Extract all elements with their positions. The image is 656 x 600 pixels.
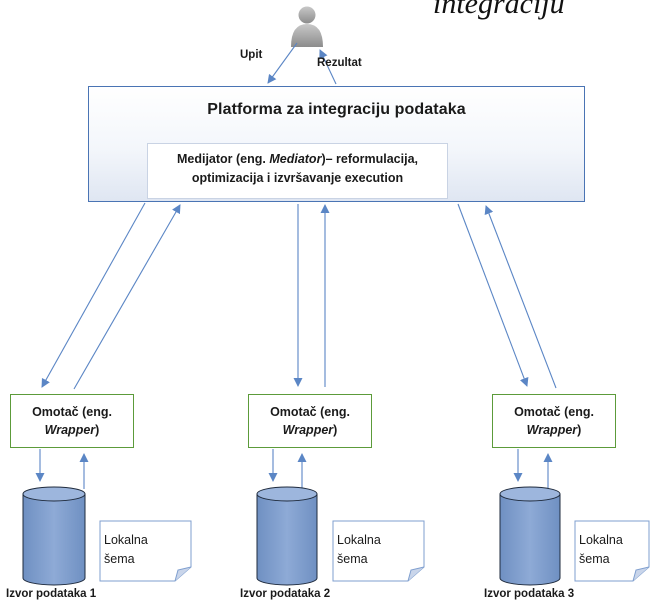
document-icon-2 bbox=[332, 520, 425, 582]
data-source-label-3: Izvor podataka 3 bbox=[484, 588, 575, 600]
wrapper-label: Omotač (eng. bbox=[32, 405, 112, 419]
database-icon-1 bbox=[22, 486, 86, 586]
mediator-box: Medijator (eng. Mediator)– reformulacija… bbox=[147, 143, 448, 199]
platform-title: Platforma za integraciju podataka bbox=[207, 101, 466, 118]
wrapper-box-1: Omotač (eng. Wrapper) bbox=[10, 394, 134, 448]
mediator-italic-term: Mediator bbox=[269, 152, 322, 166]
data-source-label-2: Izvor podataka 2 bbox=[240, 588, 331, 600]
doc-line-1: Lokalna bbox=[104, 533, 148, 547]
mediator-line-2: optimizacija i izvršavanje execution bbox=[191, 171, 404, 185]
document-text-1: Lokalna šema bbox=[104, 531, 148, 569]
document-icon-1 bbox=[99, 520, 192, 582]
mediator-prefix: Medijator (eng. bbox=[176, 152, 270, 166]
document-icon-3 bbox=[574, 520, 650, 582]
document-text-2: Lokalna šema bbox=[337, 531, 381, 569]
wrapper-italic-term: Wrapper bbox=[526, 423, 578, 437]
arrow-platform-to-wrapper-1 bbox=[41, 202, 146, 388]
wrapper-box-2: Omotač (eng. Wrapper) bbox=[248, 394, 372, 448]
wrapper-close-paren: ) bbox=[333, 423, 338, 437]
user-icon bbox=[291, 6, 323, 47]
arrow-platform-to-wrapper-3 bbox=[457, 203, 529, 387]
arrow-wrapper-1-to-platform bbox=[73, 204, 181, 390]
header-text-fragment: ıntegraciju bbox=[433, 0, 565, 20]
doc-line-2: šema bbox=[104, 552, 135, 566]
result-arrow bbox=[319, 49, 337, 85]
mediator-suffix: )– reformulacija, bbox=[321, 152, 419, 166]
doc-line-2: šema bbox=[579, 552, 610, 566]
query-label: Upit bbox=[240, 49, 263, 61]
document-text-3: Lokalna šema bbox=[579, 531, 623, 569]
doc-line-2: šema bbox=[337, 552, 368, 566]
doc-line-1: Lokalna bbox=[337, 533, 381, 547]
wrapper-label: Omotač (eng. bbox=[270, 405, 350, 419]
wrapper-close-paren: ) bbox=[95, 423, 100, 437]
result-label: Rezultat bbox=[317, 57, 362, 69]
mediator-line-1: Medijator (eng. Mediator)– reformulacija… bbox=[148, 150, 447, 169]
wrapper-italic-term: Wrapper bbox=[282, 423, 334, 437]
data-source-label-1: Izvor podataka 1 bbox=[6, 588, 97, 600]
wrapper-label: Omotač (eng. bbox=[514, 405, 594, 419]
query-arrow bbox=[267, 42, 298, 84]
wrapper-italic-term: Wrapper bbox=[44, 423, 96, 437]
database-icon-3 bbox=[499, 486, 561, 586]
wrapper-box-3: Omotač (eng. Wrapper) bbox=[492, 394, 616, 448]
wrapper-close-paren: ) bbox=[577, 423, 582, 437]
arrow-wrapper-3-to-platform bbox=[484, 205, 557, 389]
doc-line-1: Lokalna bbox=[579, 533, 623, 547]
database-icon-2 bbox=[256, 486, 318, 586]
